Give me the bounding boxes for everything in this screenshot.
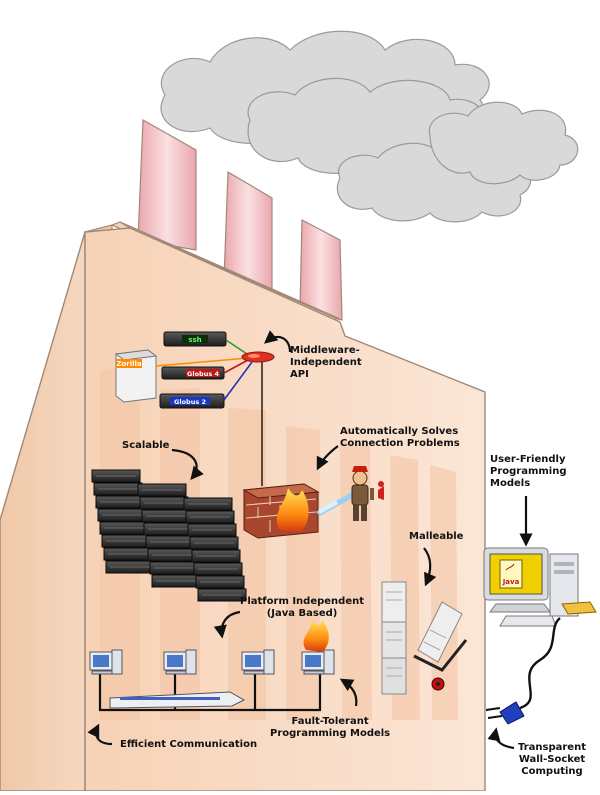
keyboard — [243, 670, 265, 675]
keyboard — [303, 670, 325, 675]
globus4-label: Globus 4 — [187, 370, 219, 378]
power-cable — [519, 617, 561, 710]
arrow-connection — [316, 445, 339, 471]
firefighter-icon — [316, 466, 384, 521]
api-plug-icon — [241, 351, 275, 363]
grid-computer-3 — [241, 649, 275, 675]
smoke-cloud — [160, 30, 579, 223]
ssh-server: ssh — [163, 331, 227, 347]
label-scalable: Scalable — [122, 440, 170, 451]
pc-tower — [185, 649, 197, 675]
arrow-scalable — [171, 448, 204, 481]
zorilla-server: Zorilla — [114, 349, 158, 403]
label-platform: Platform Independent (Java Based) — [240, 596, 365, 619]
middleware-cables — [155, 339, 263, 486]
pc-tower — [111, 649, 123, 675]
server-racks — [381, 581, 407, 695]
globus2-label: Globus 2 — [174, 398, 206, 406]
label-fault-tolerant: Fault-Tolerant Programming Models — [270, 716, 391, 739]
grid-computer-4 — [301, 649, 335, 675]
ssh-label: ssh — [188, 336, 201, 344]
server-cluster — [91, 469, 247, 602]
desktop-computer-icon: Java — [483, 547, 597, 627]
wall-socket-plug-icon — [485, 701, 525, 725]
keyboard — [165, 670, 187, 675]
arrow-efficient — [87, 723, 113, 746]
hand-truck-icon — [413, 601, 468, 691]
java-label: Java — [502, 578, 520, 586]
monitor-screen — [305, 655, 321, 667]
grid-computer-1 — [89, 649, 123, 675]
arrow-platform — [213, 610, 241, 639]
globus2-server: Globus 2 — [159, 393, 225, 409]
label-efficient: Efficient Communication — [120, 739, 258, 750]
keyboard — [91, 670, 113, 675]
globus4-server: Globus 4 — [161, 366, 225, 380]
arrow-malleable — [423, 547, 437, 587]
monitor-screen — [93, 655, 109, 667]
label-user-friendly: User-Friendly Programming Models — [490, 454, 567, 489]
arrow-wall-socket — [487, 727, 515, 750]
pc-tower — [323, 649, 335, 675]
label-malleable: Malleable — [409, 531, 464, 542]
chimney-right — [299, 219, 343, 321]
pc-tower — [263, 649, 275, 675]
arrow-fault-tolerant — [339, 678, 358, 707]
label-middleware: Middleware- Independent API — [290, 345, 362, 380]
label-wall-socket: Transparent Wall-Socket Computing — [518, 742, 586, 777]
chimney-left — [137, 118, 197, 251]
firewall-icon — [242, 483, 320, 539]
monitor-screen — [167, 655, 183, 667]
grid-computer-2 — [163, 649, 197, 675]
arrow-middleware — [263, 330, 292, 353]
zorilla-label: Zorilla — [116, 360, 142, 368]
train-icon — [109, 691, 246, 709]
factory-building — [0, 221, 486, 792]
monitor-screen — [245, 655, 261, 667]
label-connection: Automatically Solves Connection Problems — [340, 426, 460, 449]
annotation-arrows — [87, 330, 533, 750]
burning-fire-icon — [303, 620, 329, 652]
